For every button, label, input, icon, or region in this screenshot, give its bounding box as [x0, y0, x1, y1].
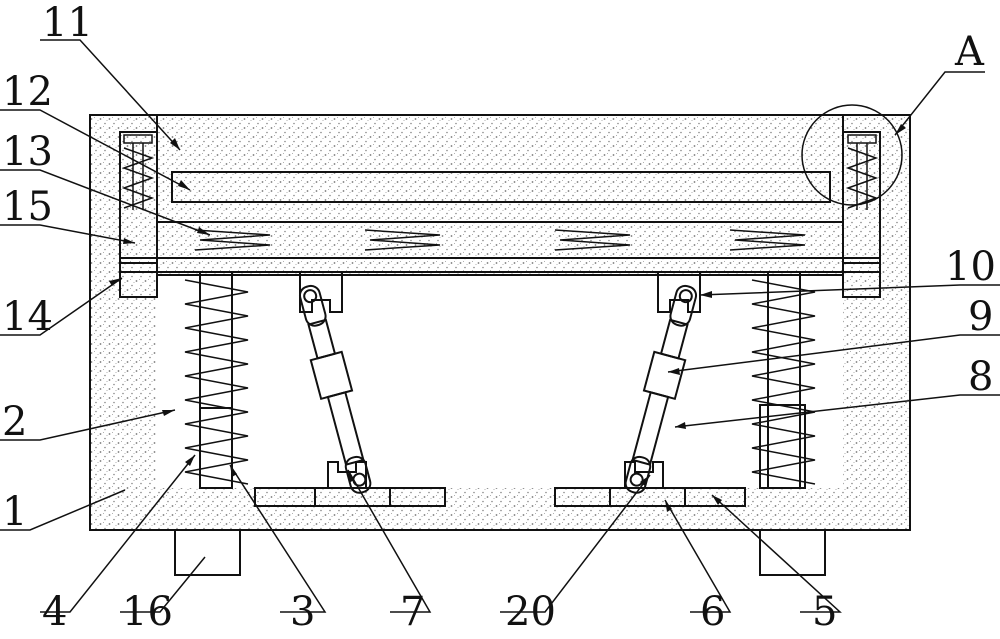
label-13: 13 [2, 129, 53, 175]
left-support-spring [184, 272, 249, 489]
right-top-hinge [657, 272, 701, 313]
left-damper [298, 284, 372, 494]
right-support-spring [751, 272, 816, 489]
right-slot [842, 131, 881, 298]
left-top-spring [121, 134, 155, 210]
label-1: 1 [2, 489, 27, 535]
label-3: 3 [290, 589, 315, 635]
label-10: 10 [945, 244, 996, 290]
label-15: 15 [2, 184, 53, 230]
label-7: 7 [400, 589, 425, 635]
label-16: 16 [122, 589, 173, 635]
right-top-spring [845, 134, 879, 210]
label-20: 20 [505, 589, 556, 635]
label-2: 2 [2, 399, 27, 445]
right-bottom-hinge [624, 461, 664, 488]
label-12: 12 [2, 69, 53, 115]
leader-lines [0, 39, 1000, 613]
label-6: 6 [700, 589, 725, 635]
lift-plate [119, 257, 881, 273]
label-11: 11 [42, 0, 93, 46]
detail-circle-a [801, 104, 903, 206]
bottom-blocks [254, 487, 746, 507]
right-damper [624, 284, 698, 494]
label-8: 8 [968, 354, 993, 400]
hatched-plate [171, 171, 831, 203]
arrowheads [109, 124, 906, 512]
feet [174, 529, 826, 576]
label-5: 5 [812, 589, 837, 635]
label-4: 4 [42, 589, 67, 635]
label-a: A [954, 29, 985, 75]
label-14: 14 [2, 294, 53, 340]
label-9: 9 [968, 294, 993, 340]
